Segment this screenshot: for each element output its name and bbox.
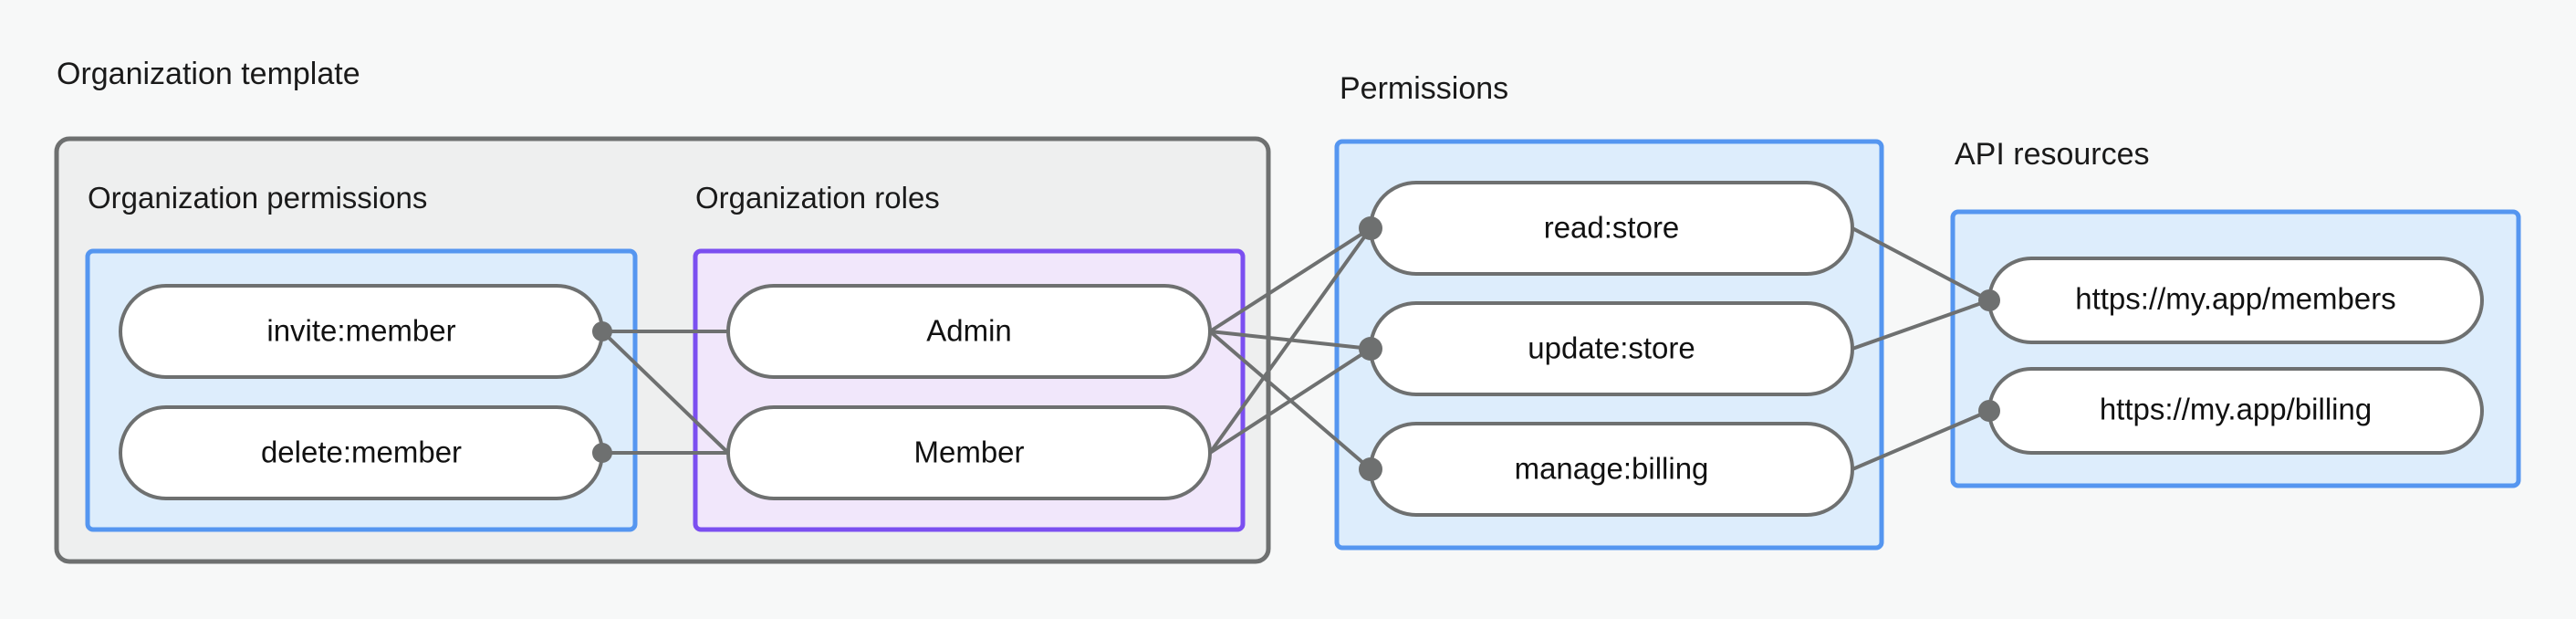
- edge-member-to-read-store: [1208, 226, 1372, 455]
- port-dot-delete-member: [592, 443, 612, 463]
- edge-manage-billing-to-billing-url: [1851, 409, 1990, 471]
- edge-invite-member-to-member: [600, 330, 730, 455]
- organization-template-title: Organization template: [57, 57, 360, 91]
- edge-read-store-to-members-url: [1851, 226, 1990, 302]
- connection-edges: [600, 226, 1990, 471]
- node-admin-label: Admin: [926, 314, 1012, 348]
- port-dot-invite-member: [592, 321, 612, 341]
- port-dot-read-store: [1359, 216, 1382, 240]
- node-update-store-label: update:store: [1528, 331, 1695, 365]
- connection-ports: [592, 216, 2000, 481]
- port-dot-members-url: [1978, 289, 2000, 311]
- port-dot-update-store: [1359, 337, 1382, 361]
- node-members-url-label: https://my.app/members: [2075, 282, 2396, 316]
- node-billing-url-label: https://my.app/billing: [2100, 393, 2372, 426]
- node-invite-member-label: invite:member: [266, 314, 455, 348]
- permissions-title: Permissions: [1340, 71, 1508, 106]
- port-dot-billing-url: [1978, 400, 2000, 422]
- node-delete-member-label: delete:member: [261, 435, 462, 469]
- edge-admin-to-read-store: [1208, 226, 1372, 333]
- node-read-store-label: read:store: [1544, 211, 1680, 245]
- edge-member-to-update-store: [1208, 347, 1372, 455]
- node-member-label: Member: [913, 435, 1024, 469]
- organization-roles-title: Organization roles: [695, 181, 940, 215]
- edge-update-store-to-members-url: [1851, 299, 1990, 351]
- port-dot-manage-billing: [1359, 457, 1382, 481]
- organization-permissions-title: Organization permissions: [88, 181, 427, 215]
- api-resources-title: API resources: [1955, 137, 2150, 172]
- node-manage-billing-label: manage:billing: [1515, 452, 1709, 486]
